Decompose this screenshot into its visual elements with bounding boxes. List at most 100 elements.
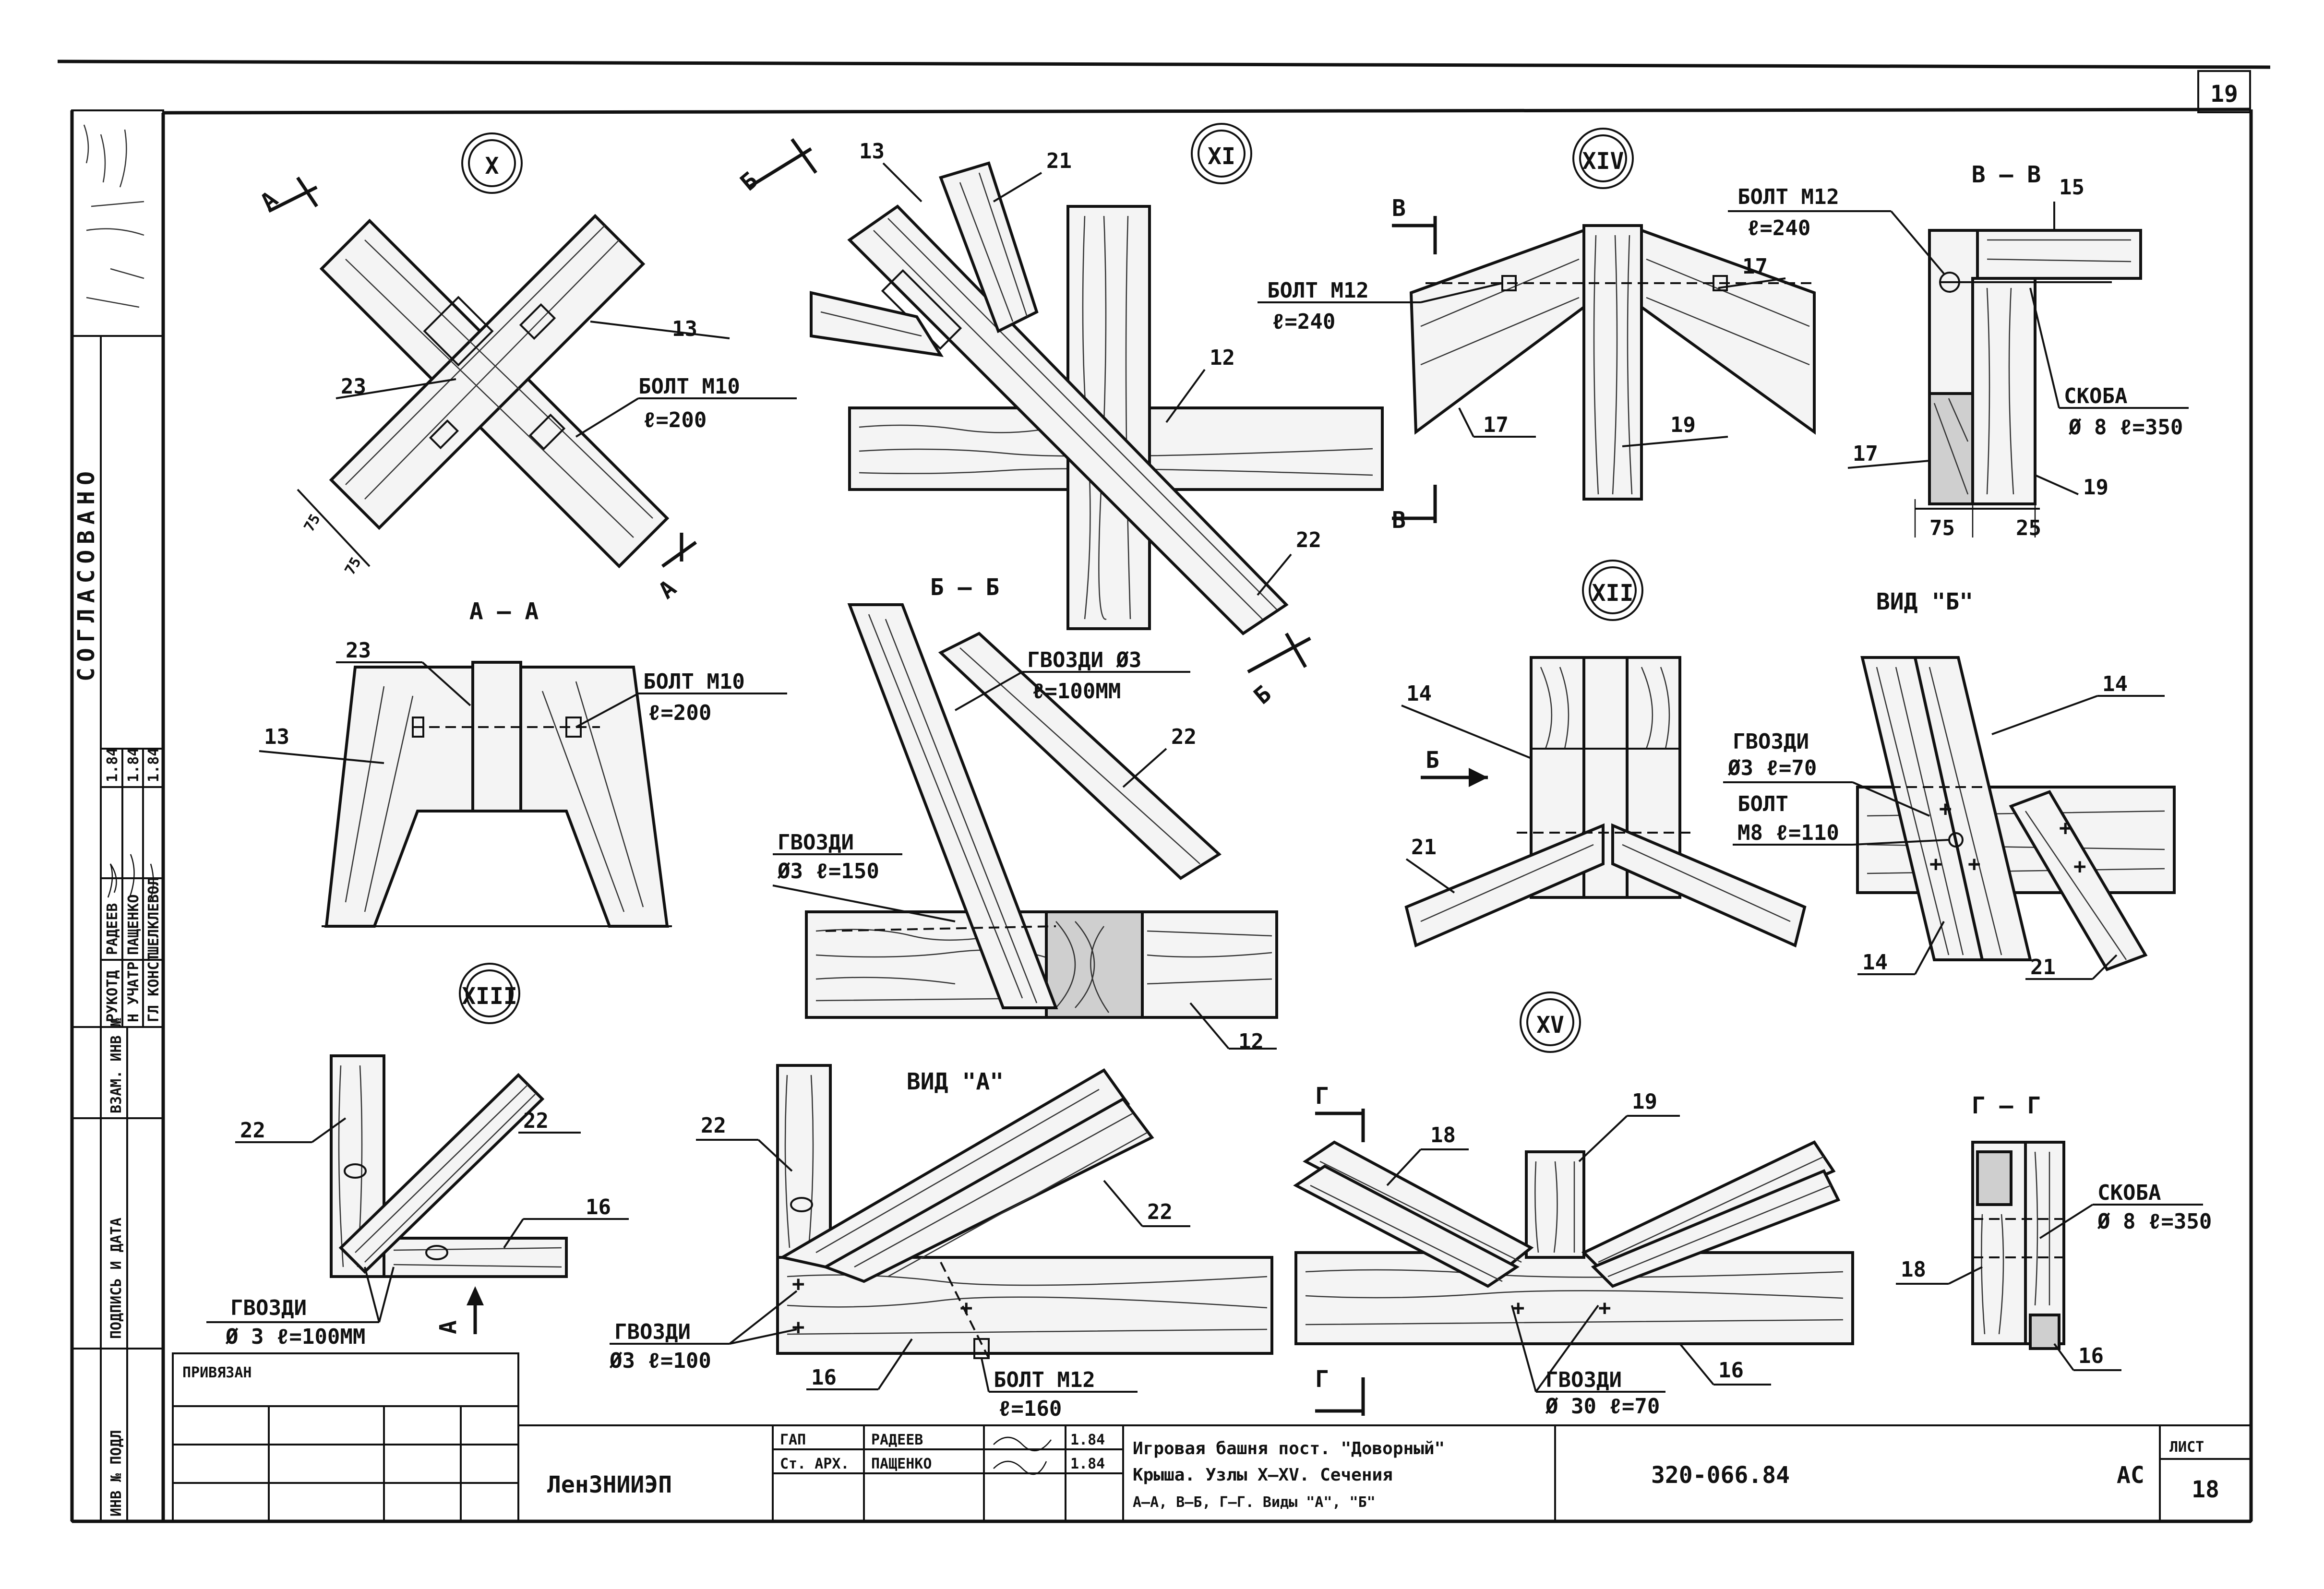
- part-22-va-right: 22: [1147, 1200, 1173, 1224]
- title-line-1: Игровая башня пост. "Доворный": [1133, 1439, 1445, 1458]
- cut-g-top: Г: [1315, 1083, 1329, 1110]
- part-22-bb: 22: [1171, 725, 1197, 749]
- plus-mark-5: +: [2073, 854, 2086, 879]
- sig-date-2: 1.84: [125, 748, 142, 782]
- plus-va-3: +: [960, 1296, 973, 1320]
- part-21-xii: 21: [1411, 835, 1437, 860]
- part-16-xv: 16: [1718, 1358, 1744, 1383]
- node-xi-label: XI: [1208, 143, 1235, 170]
- section-g-g: Г – Г СКОБА Ø 8 ℓ=350 18 16: [1896, 1092, 2212, 1371]
- section-v-v: В – В 75 25 БОЛТ М12 ℓ=240 15 СКОБА Ø 8 …: [1728, 161, 2189, 540]
- cut-g-bottom: Г: [1315, 1366, 1329, 1393]
- sig-date-1: 1.84: [104, 748, 121, 782]
- nails-vb: ГВОЗДИ: [1733, 729, 1809, 754]
- sig-role-2: Н УЧАТР: [125, 962, 142, 1022]
- nails-xv: ГВОЗДИ: [1545, 1368, 1622, 1392]
- nails-spec-xiii: Ø 3 ℓ=100ММ: [225, 1325, 365, 1349]
- view-b: ВИД "Б" + + + + + 14 ГВОЗДИ Ø3 ℓ=70 БОЛТ…: [1723, 588, 2176, 980]
- node-xv-label: XV: [1536, 1012, 1564, 1039]
- cut-v-top: В: [1392, 195, 1406, 222]
- drawing-code: 320-066.84: [1651, 1462, 1790, 1489]
- node-x-label: X: [485, 153, 499, 179]
- bolt-vb: БОЛТ: [1737, 792, 1788, 816]
- sheet-number-box: 19: [2197, 70, 2251, 113]
- part-17-xiv: 17: [1483, 413, 1509, 437]
- nails-spec-va: Ø3 ℓ=100: [609, 1349, 711, 1373]
- sheet-number: 19: [2210, 81, 2238, 108]
- bolt-m10-len-x: ℓ=200: [643, 408, 707, 432]
- part-14-vb: 14: [1862, 950, 1888, 975]
- node-xiii: XIII 22 22 16 ГВОЗДИ Ø 3 ℓ=100ММ А: [206, 963, 629, 1349]
- dim-25: 25: [2016, 516, 2041, 540]
- part-16-xiii: 16: [586, 1195, 611, 1219]
- sheet-label: ЛИСТ: [2169, 1439, 2204, 1456]
- plus-mark-3: +: [1968, 852, 1981, 876]
- part-19-xiv: 19: [1670, 413, 1696, 437]
- cut-v-bottom: В: [1392, 507, 1406, 534]
- arch-date: 1.84: [1070, 1456, 1105, 1472]
- plus-mark-4: +: [2059, 816, 2072, 840]
- section-a-a: А – А 23 13 БОЛТ М10 ℓ=200: [259, 598, 787, 928]
- sig-name-2: ПАЩЕНКО: [125, 895, 142, 955]
- part-22-va-left: 22: [701, 1113, 726, 1138]
- cut-a-xiii: А: [435, 1320, 462, 1334]
- plus-mark-2: +: [1929, 852, 1942, 876]
- dim-75: 75: [1929, 516, 1955, 540]
- node-x: X А А 23 13 БОЛТ М10 ℓ=200 75 75: [255, 132, 797, 605]
- node-xii: XII Б 14 21: [1401, 560, 1807, 948]
- bolt-m12-len-xiv: ℓ=240: [1272, 310, 1335, 334]
- col-sign-date: ПОДПИСЬ И ДАТА: [108, 1218, 125, 1339]
- plus-xv-1: +: [1512, 1296, 1525, 1320]
- section-gg-title: Г – Г: [1972, 1092, 2041, 1119]
- bolt-m12-xiv: БОЛТ М12: [1267, 278, 1369, 303]
- part-23-aa: 23: [346, 638, 371, 663]
- sheet-value: 18: [2192, 1476, 2219, 1503]
- bracket-gg: СКОБА: [2097, 1181, 2161, 1205]
- gap-date: 1.84: [1070, 1432, 1105, 1448]
- part-19-xv: 19: [1632, 1089, 1657, 1114]
- node-xiii-label: XIII: [462, 983, 517, 1010]
- bracket-spec-vv: Ø 8 ℓ=350: [2068, 415, 2183, 440]
- bolt-m10-aa: БОЛТ М10: [643, 669, 745, 694]
- cut-a-top: А: [255, 186, 283, 216]
- plus-va-2: +: [792, 1315, 805, 1339]
- nails-bb: ГВОЗДИ: [778, 830, 854, 855]
- node-xv: XV + + Г Г 18 19 16 ГВОЗДИ Ø 30 ℓ=70: [1293, 992, 1854, 1419]
- part-14-vb-top: 14: [2102, 672, 2128, 696]
- part-22-xiii-right: 22: [523, 1109, 549, 1133]
- title-block: ПРИВЯЗАН ЛенЗНИИЭП ГАП РАДЕЕВ 1.84 Ст. А…: [172, 1352, 2252, 1522]
- nails-va: ГВОЗДИ: [614, 1320, 691, 1344]
- part-17-vv: 17: [1853, 442, 1878, 466]
- part-22-xi: 22: [1296, 528, 1321, 552]
- part-16-gg: 16: [2078, 1344, 2104, 1368]
- part-14-xii: 14: [1406, 681, 1432, 706]
- arch-role: Ст. АРХ.: [780, 1456, 850, 1472]
- nails-spec-xv: Ø 30 ℓ=70: [1545, 1394, 1660, 1419]
- bolt-m10-x: БОЛТ М10: [638, 374, 740, 399]
- part-18-gg: 18: [1901, 1257, 1926, 1282]
- bolt-m12-len-va: ℓ=160: [998, 1397, 1062, 1421]
- plus-mark-1: +: [1939, 797, 1952, 821]
- nails-len-bb: ℓ=100ММ: [1032, 679, 1121, 704]
- part-21-xi: 21: [1046, 149, 1072, 173]
- bound-label: ПРИВЯЗАН: [182, 1364, 252, 1381]
- section-aa-title: А – А: [469, 598, 539, 625]
- sig-role-1: РУКОТД: [104, 970, 121, 1022]
- agreement-sidebar: СОГЛАСОВАНО РУКОТД РАДЕЕВ 1.84 Н УЧАТР П…: [71, 109, 164, 1522]
- part-21-vb: 21: [2030, 955, 2056, 980]
- cut-a-bottom: А: [654, 575, 682, 605]
- nails-spec-bb: Ø3 ℓ=150: [777, 859, 879, 884]
- bracket-vv: СКОБА: [2064, 384, 2127, 408]
- section-vv-title: В – В: [1972, 161, 2041, 188]
- section-b-b: Б – Б ГВОЗДИ Ø3 ℓ=100ММ 22 ГВОЗДИ Ø3 ℓ=1…: [772, 574, 1278, 1054]
- arch-name: ПАЩЕНКО: [871, 1456, 932, 1472]
- part-17-xiv-right: 17: [1742, 254, 1768, 279]
- nails-spec-vb: Ø3 ℓ=70: [1727, 756, 1817, 780]
- part-12-bb: 12: [1238, 1029, 1264, 1054]
- plus-xv-2: +: [1598, 1296, 1611, 1320]
- sig-name-3: ШЕЛКЛЕВОЛ: [145, 877, 162, 955]
- nails-d3-bb: ГВОЗДИ Ø3: [1027, 648, 1141, 672]
- part-16-va: 16: [811, 1365, 837, 1390]
